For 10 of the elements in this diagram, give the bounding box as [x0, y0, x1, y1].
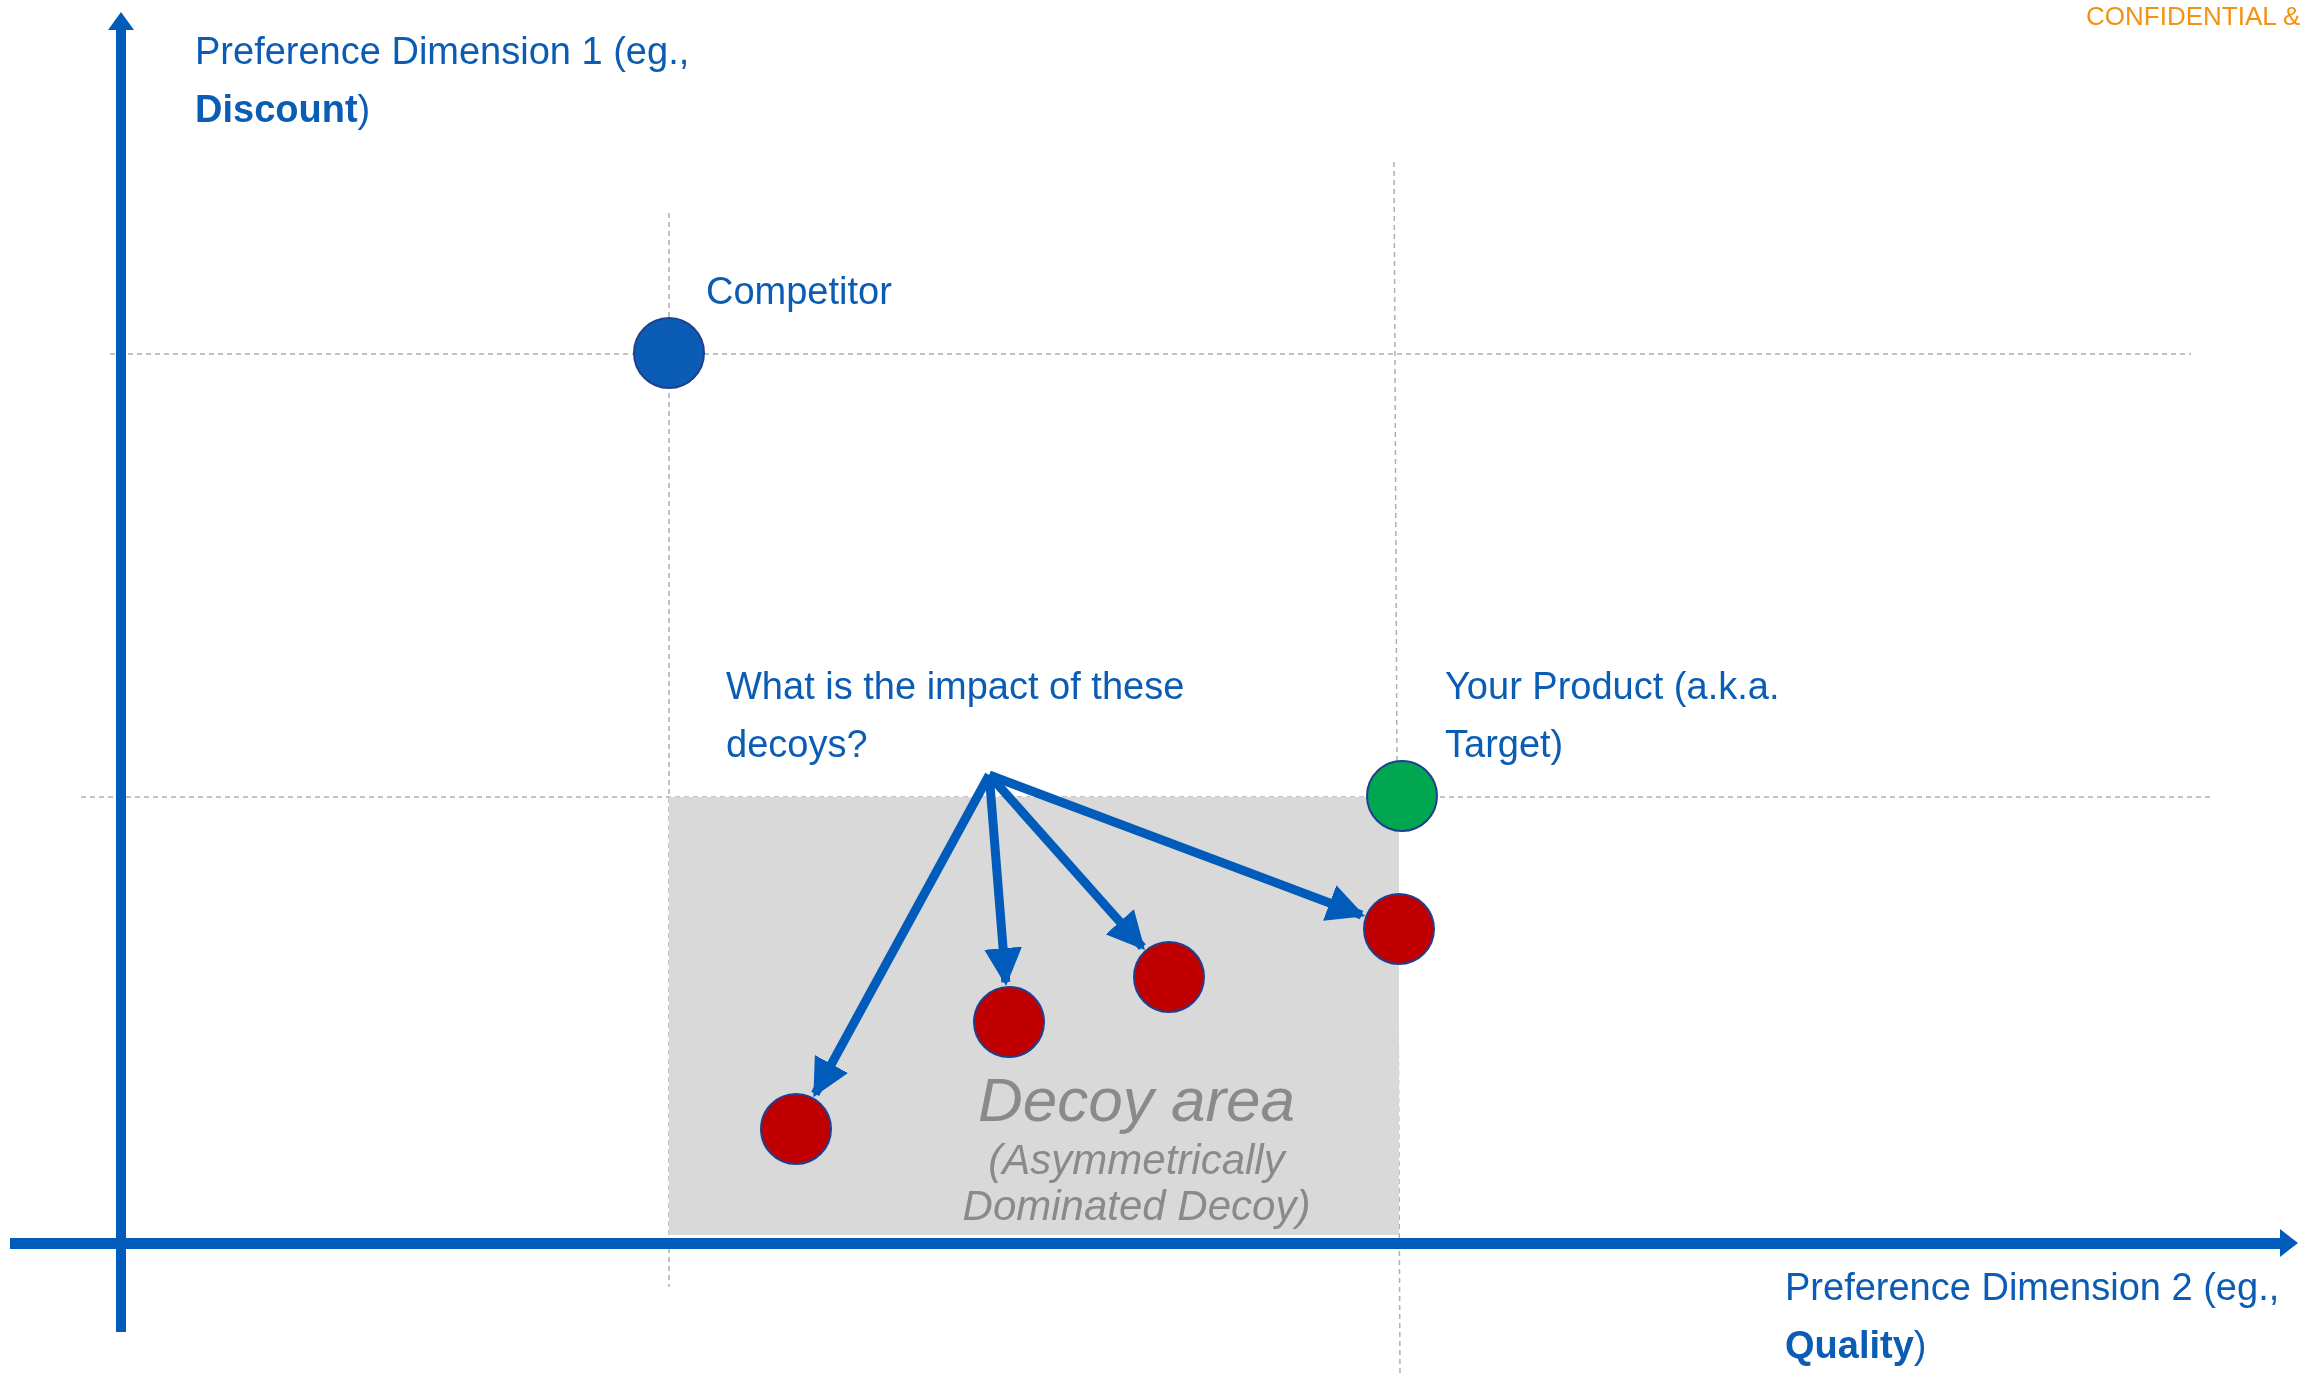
arrow — [987, 770, 1366, 921]
confidential-note: CONFIDENTIAL & — [2086, 0, 2301, 32]
point-label: Your Product (a.k.a. Target) — [1445, 664, 1781, 767]
decoy-area-region — [669, 797, 1399, 1235]
region-subtitle: (Asymmetrically Dominated Decoy) — [961, 1137, 1312, 1229]
point-label: Competitor — [706, 269, 893, 314]
axis-title: Preference Dimension 1 (eg., Discount) — [195, 29, 691, 132]
axis-title: Preference Dimension 2 (eg., Quality) — [1785, 1265, 2281, 1368]
question-text: What is the impact of these decoys? — [726, 664, 1186, 767]
region-title: Decoy area — [976, 1065, 1297, 1135]
